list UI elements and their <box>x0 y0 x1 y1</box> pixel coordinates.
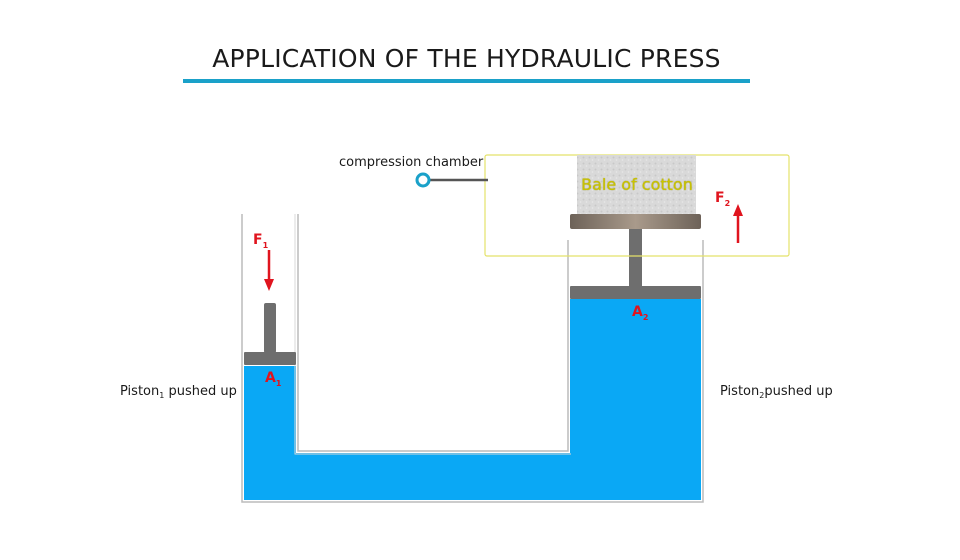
force1-subscript: 1 <box>262 241 269 250</box>
piston1-rest: pushed up <box>164 384 237 399</box>
bale-of-cotton <box>577 155 696 215</box>
bale-label: Bale of cotton <box>581 175 693 194</box>
right-piston-rod <box>629 229 642 287</box>
area2-subscript: 2 <box>642 313 649 322</box>
page-title: APPLICATION OF THE HYDRAULIC PRESS <box>212 44 721 73</box>
force2-subscript: 2 <box>724 199 731 208</box>
hydraulic-fluid <box>244 299 701 500</box>
force1-letter: F <box>253 232 263 248</box>
piston1-label: Piston1 pushed up <box>120 384 237 400</box>
force2-label: F2 <box>715 190 730 208</box>
force2-arrow-head <box>733 204 743 216</box>
piston2-subscript: 2 <box>759 391 765 400</box>
right-piston-head <box>570 286 701 299</box>
force2-letter: F <box>715 190 725 206</box>
area1-subscript: 1 <box>275 379 282 388</box>
compression-chamber-label: compression chamber <box>339 155 484 170</box>
chamber-connector-dot <box>415 172 431 188</box>
left-piston-head <box>244 352 296 365</box>
force1-label: F1 <box>253 232 268 250</box>
piston1-word: Piston <box>120 384 160 399</box>
piston1-subscript: 1 <box>159 391 165 400</box>
piston2-rest: pushed up <box>764 384 833 399</box>
piston2-word: Piston <box>720 384 760 399</box>
left-piston-rod <box>264 303 276 353</box>
press-plate <box>570 214 701 229</box>
piston2-label: Piston2pushed up <box>720 384 833 400</box>
force1-arrow-head <box>264 279 274 291</box>
title-underline <box>183 79 750 83</box>
area2-letter: A <box>632 304 643 320</box>
area1-label: A1 <box>265 370 281 388</box>
container-inner-line <box>294 214 571 455</box>
area2-label: A2 <box>632 304 648 322</box>
container-outline <box>241 214 704 503</box>
area1-letter: A <box>265 370 276 386</box>
